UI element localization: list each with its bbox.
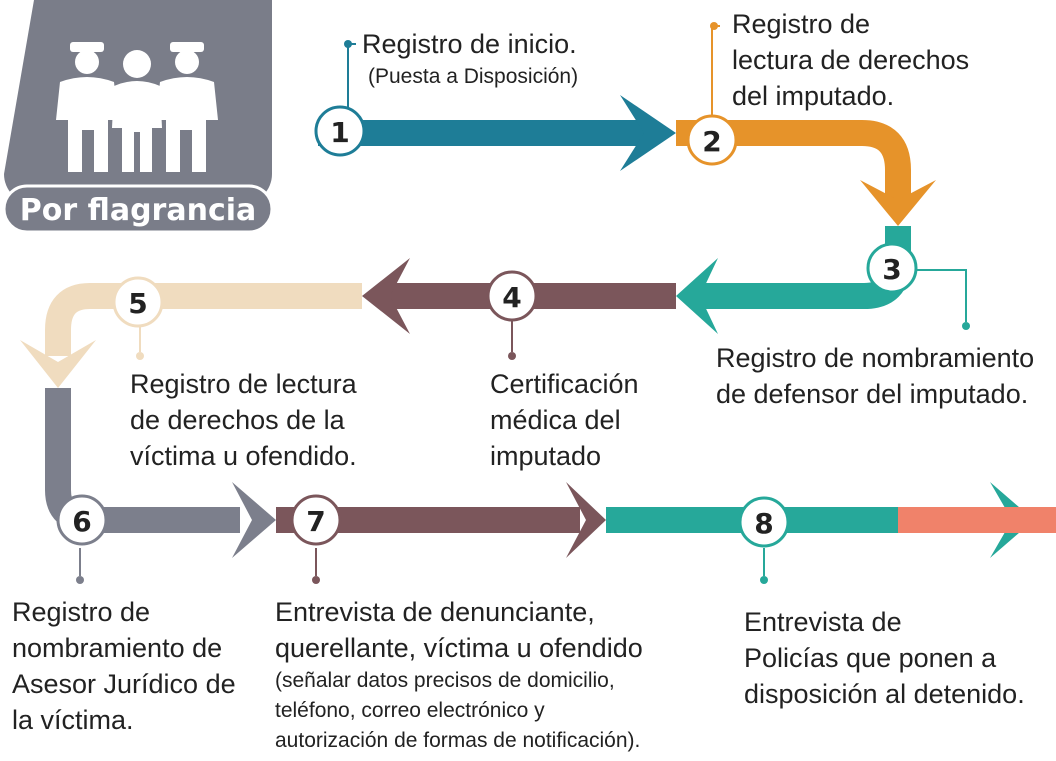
step-5-number: 5 <box>128 287 147 320</box>
step-2-line-3: del imputado. <box>732 81 895 111</box>
badge: Por flagrancia <box>2 0 274 234</box>
step-7-line-1: Entrevista de denunciante, <box>275 597 595 627</box>
step-1-circle: 1 <box>314 105 366 157</box>
step-8-label: Entrevista de Policías que ponen a dispo… <box>744 604 1025 712</box>
step-1-subtitle: (Puesta a Disposición) <box>368 65 579 88</box>
step-6-line-4: la víctima. <box>12 705 134 735</box>
step-2-line-1: Registro de <box>732 9 871 39</box>
step-8-circle: 8 <box>738 496 790 548</box>
badge-label-box <box>2 184 274 234</box>
step-4-line-1: Certificación <box>490 369 639 399</box>
badge-label: Por flagrancia <box>20 193 257 228</box>
step-7-sub-3: autorización de formas de notificación). <box>275 729 641 752</box>
step-4-line-2: médica del <box>490 405 621 435</box>
step-5-line-1: Registro de lectura <box>130 369 357 399</box>
step-7-sub-1: (señalar datos precisos de domicilio, <box>275 669 615 692</box>
step-1-title: Registro de inicio. <box>362 29 577 59</box>
step-2-number: 2 <box>702 125 721 158</box>
step-5-line-2: de derechos de la <box>130 405 345 435</box>
step-8-line-1: Entrevista de <box>744 607 902 637</box>
step-7-sub-2: teléfono, correo electrónico y <box>275 699 545 722</box>
step-2-label: Registro de lectura de derechos del impu… <box>732 6 969 114</box>
step-3-number: 3 <box>882 253 901 286</box>
step-3-line-1: Registro de nombramiento <box>716 343 1035 373</box>
step-4-circle: 4 <box>486 270 538 322</box>
step-4-label: Certificación médica del imputado <box>490 366 639 474</box>
step-6-number: 6 <box>72 505 91 538</box>
step-3-circle: 3 <box>866 242 918 294</box>
step-3-label: Registro de nombramiento de defensor del… <box>716 340 1034 412</box>
step-5-line-3: víctima u ofendido. <box>130 441 357 471</box>
step-8-line-3: disposición al detenido. <box>744 679 1025 709</box>
step-6-line-1: Registro de <box>12 597 151 627</box>
step-4-number: 4 <box>502 281 521 314</box>
step-6-label: Registro de nombramiento de Asesor Juríd… <box>12 594 236 738</box>
step-6-line-3: Asesor Jurídico de <box>12 669 236 699</box>
leader-lines <box>76 22 970 584</box>
step-7-line-2: querellante, víctima u ofendido <box>275 633 643 663</box>
step-1-label: Registro de inicio. (Puesta a Disposició… <box>362 26 578 92</box>
police-escort-icon <box>56 42 218 172</box>
step-8-number: 8 <box>754 507 773 540</box>
step-8-line-2: Policías que ponen a <box>744 643 997 673</box>
step-7-circle: 7 <box>290 494 342 546</box>
step-2-line-2: lectura de derechos <box>732 45 970 75</box>
step-circles: 1 2 3 4 5 6 7 8 <box>56 105 918 548</box>
step-7-label: Entrevista de denunciante, querellante, … <box>275 594 643 756</box>
step-6-line-2: nombramiento de <box>12 633 223 663</box>
flow-row-1 <box>318 95 936 226</box>
step-4-line-3: imputado <box>490 441 602 471</box>
step-5-label: Registro de lectura de derechos de la ví… <box>130 366 357 474</box>
step-2-circle: 2 <box>686 114 738 166</box>
step-1-number: 1 <box>330 116 349 149</box>
step-6-circle: 6 <box>56 494 108 546</box>
step-5-circle: 5 <box>112 276 164 328</box>
step-3-line-2: de defensor del imputado. <box>716 379 1029 409</box>
step-7-number: 7 <box>306 505 325 538</box>
